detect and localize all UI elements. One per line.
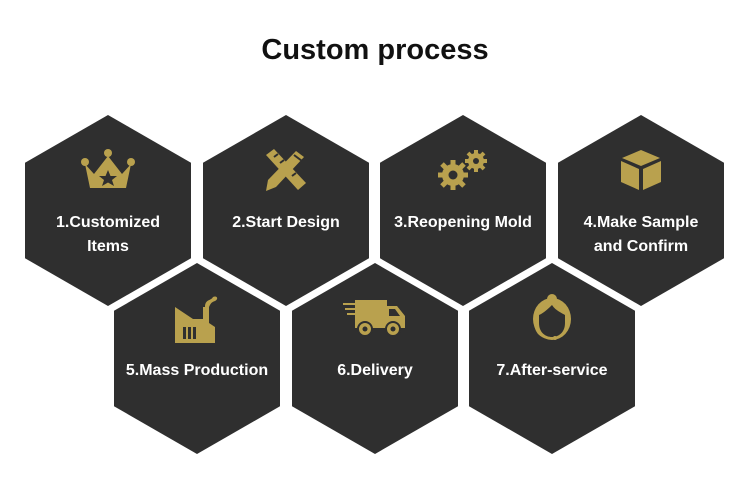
step-label: 7.After-service — [496, 362, 608, 379]
step-after-service: 7.After-service — [469, 263, 635, 454]
step-label: 4.Make Sample and Confirm — [583, 214, 699, 255]
step-mass-production: 5.Mass Production — [114, 263, 280, 454]
step-label: 3.Reopening Mold — [394, 214, 532, 231]
step-label: 1.Customized Items — [55, 214, 160, 255]
crown-icon — [25, 145, 191, 195]
factory-icon — [114, 293, 280, 343]
truck-icon — [292, 293, 458, 343]
headset-agent-icon — [469, 293, 635, 343]
gears-icon — [380, 145, 546, 195]
step-label: 5.Mass Production — [125, 362, 269, 379]
page-title: Custom process — [261, 34, 489, 66]
box-icon — [558, 145, 724, 195]
step-reopening-mold: 3.Reopening Mold — [380, 115, 546, 306]
step-customized-items: 1.Customized Items — [25, 115, 191, 306]
step-label: 2.Start Design — [232, 214, 340, 231]
pencil-ruler-icon — [203, 145, 369, 195]
step-make-sample: 4.Make Sample and Confirm — [558, 115, 724, 306]
step-start-design: 2.Start Design — [203, 115, 369, 306]
step-delivery: 6.Delivery — [292, 263, 458, 454]
step-label: 6.Delivery — [337, 362, 413, 379]
